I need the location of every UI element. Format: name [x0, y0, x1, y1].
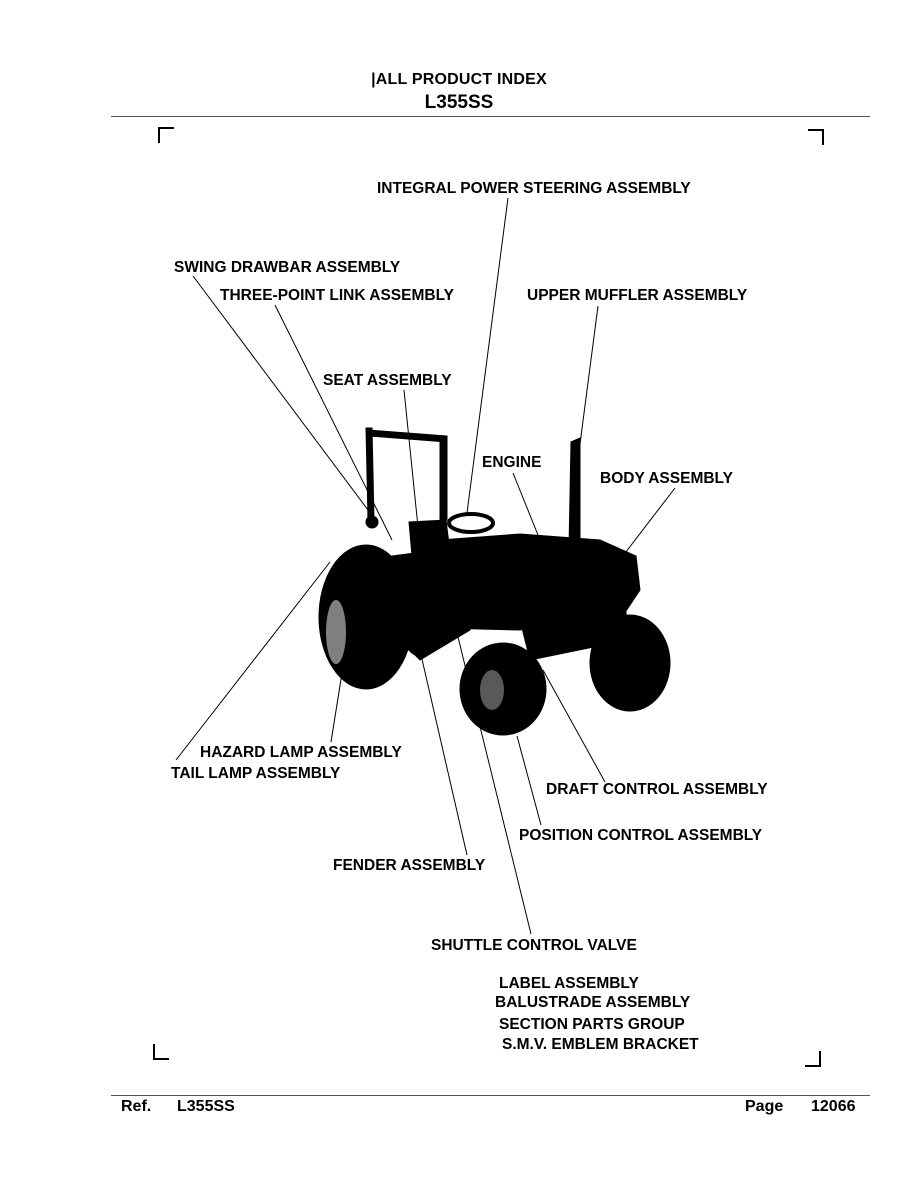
- crop-mark-top-right: [808, 129, 824, 145]
- label-draft-control: DRAFT CONTROL ASSEMBLY: [546, 781, 768, 798]
- leader-fender: [412, 619, 468, 856]
- footer-ref-value: L355SS: [177, 1098, 235, 1115]
- leader-tail-lamp: [175, 561, 331, 761]
- leader-draft-control: [542, 669, 606, 783]
- crop-mark-top-left: [158, 127, 174, 143]
- label-label-assembly: LABEL ASSEMBLY: [499, 975, 639, 992]
- label-seat: SEAT ASSEMBLY: [323, 372, 452, 389]
- footer-page-number: 12066: [811, 1098, 856, 1115]
- leader-integral-power-steering: [466, 197, 509, 514]
- label-tail-lamp: TAIL LAMP ASSEMBLY: [171, 765, 341, 782]
- label-shuttle-control: SHUTTLE CONTROL VALVE: [431, 937, 637, 954]
- label-fender: FENDER ASSEMBLY: [333, 857, 486, 874]
- label-upper-muffler: UPPER MUFFLER ASSEMBLY: [527, 287, 748, 304]
- label-integral-power-steering: INTEGRAL POWER STEERING ASSEMBLY: [377, 180, 691, 197]
- leader-swing-drawbar: [192, 275, 375, 519]
- label-position-control: POSITION CONTROL ASSEMBLY: [519, 827, 763, 844]
- leader-three-point-link: [274, 304, 393, 541]
- label-smv-emblem: S.M.V. EMBLEM BRACKET: [502, 1036, 699, 1053]
- page-title: |ALL PRODUCT INDEX: [371, 71, 547, 88]
- crop-mark-bottom-left: [153, 1044, 169, 1060]
- label-body: BODY ASSEMBLY: [600, 470, 733, 487]
- label-three-point-link: THREE-POINT LINK ASSEMBLY: [220, 287, 454, 304]
- leader-seat: [403, 389, 419, 528]
- leader-shuttle-control: [457, 636, 532, 935]
- leader-lines: [175, 197, 676, 935]
- label-section-parts: SECTION PARTS GROUP: [499, 1016, 685, 1033]
- label-balustrade: BALUSTRADE ASSEMBLY: [495, 994, 691, 1011]
- bottom-divider: [111, 1095, 870, 1096]
- label-swing-drawbar: SWING DRAWBAR ASSEMBLY: [174, 259, 401, 276]
- footer-page-label: Page: [745, 1098, 784, 1115]
- tractor-illustration: [318, 427, 671, 736]
- label-engine: ENGINE: [482, 454, 542, 471]
- leader-body: [621, 487, 676, 558]
- leader-hazard-lamp: [330, 672, 343, 743]
- leader-position-control: [516, 735, 542, 826]
- leader-engine: [512, 472, 543, 546]
- model-title: L355SS: [424, 92, 494, 113]
- crop-mark-bottom-right: [805, 1051, 821, 1067]
- label-hazard-lamp: HAZARD LAMP ASSEMBLY: [200, 744, 402, 761]
- top-divider: [111, 116, 870, 117]
- footer-ref-label: Ref.: [121, 1098, 152, 1115]
- leader-upper-muffler: [579, 305, 599, 445]
